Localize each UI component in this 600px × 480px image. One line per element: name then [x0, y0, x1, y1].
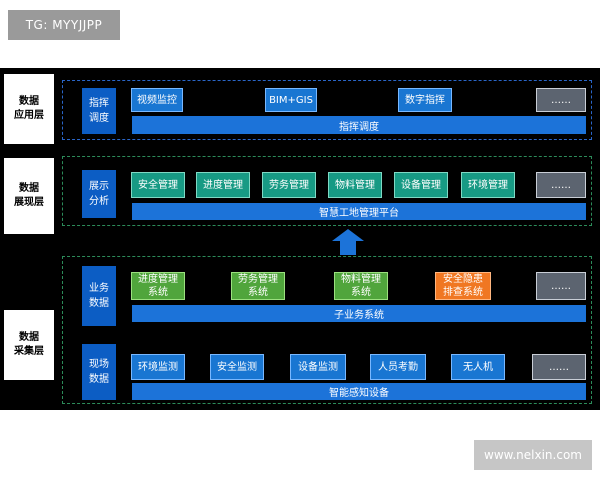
- section-app-label-text: 指挥 调度: [89, 98, 109, 124]
- business-item-material[interactable]: 物料管理 系统: [334, 272, 388, 300]
- section-business-label: 业务 数据: [82, 266, 116, 326]
- section-app-frame: [62, 80, 592, 140]
- section-business-label-text: 业务 数据: [89, 283, 109, 309]
- watermark: www.nelxin.com: [474, 440, 592, 470]
- section-display-bar: 智慧工地管理平台: [132, 203, 586, 220]
- field-item-drone[interactable]: 无人机: [451, 354, 505, 380]
- app-item-video[interactable]: 视频监控: [131, 88, 183, 112]
- field-item-safety[interactable]: 安全监测: [210, 354, 264, 380]
- display-item-more[interactable]: ……: [536, 172, 586, 198]
- section-field-label: 现场 数据: [82, 344, 116, 400]
- section-app-label: 指挥 调度: [82, 88, 116, 134]
- display-item-safety[interactable]: 安全管理: [131, 172, 185, 198]
- section-display-label-text: 展示 分析: [89, 181, 109, 207]
- business-item-progress[interactable]: 进度管理 系统: [131, 272, 185, 300]
- layer-collect-label: 数据 采集层: [4, 310, 54, 380]
- display-item-environment[interactable]: 环境管理: [461, 172, 515, 198]
- layer-collect-text: 数据 采集层: [14, 332, 44, 357]
- layer-display-label: 数据 展现层: [4, 158, 54, 234]
- section-collect-frame: [62, 256, 592, 404]
- field-item-equipment[interactable]: 设备监测: [290, 354, 346, 380]
- section-field-label-text: 现场 数据: [89, 359, 109, 385]
- business-item-labor[interactable]: 劳务管理 系统: [231, 272, 285, 300]
- business-item-more[interactable]: ……: [536, 272, 586, 300]
- arrow-up-icon: [332, 229, 364, 255]
- field-item-attendance[interactable]: 人员考勤: [370, 354, 426, 380]
- tg-label: TG: MYYJJPP: [8, 10, 120, 40]
- app-item-digital-command[interactable]: 数字指挥: [398, 88, 452, 112]
- business-item-hazard[interactable]: 安全隐患 排查系统: [435, 272, 491, 300]
- field-item-more[interactable]: ……: [532, 354, 586, 380]
- section-display-frame: [62, 156, 592, 226]
- app-item-more[interactable]: ……: [536, 88, 586, 112]
- layer-app-label: 数据 应用层: [4, 74, 54, 144]
- app-item-bim-gis[interactable]: BIM+GIS: [265, 88, 317, 112]
- section-business-bar: 子业务系统: [132, 305, 586, 322]
- field-item-environment[interactable]: 环境监测: [131, 354, 185, 380]
- section-app-bar: 指挥调度: [132, 116, 586, 134]
- display-item-equipment[interactable]: 设备管理: [394, 172, 448, 198]
- section-display-label: 展示 分析: [82, 170, 116, 218]
- layer-app-text: 数据 应用层: [14, 96, 44, 121]
- display-item-labor[interactable]: 劳务管理: [262, 172, 316, 198]
- display-item-progress[interactable]: 进度管理: [196, 172, 250, 198]
- display-item-material[interactable]: 物料管理: [328, 172, 382, 198]
- section-field-bar: 智能感知设备: [132, 383, 586, 400]
- layer-display-text: 数据 展现层: [14, 183, 44, 208]
